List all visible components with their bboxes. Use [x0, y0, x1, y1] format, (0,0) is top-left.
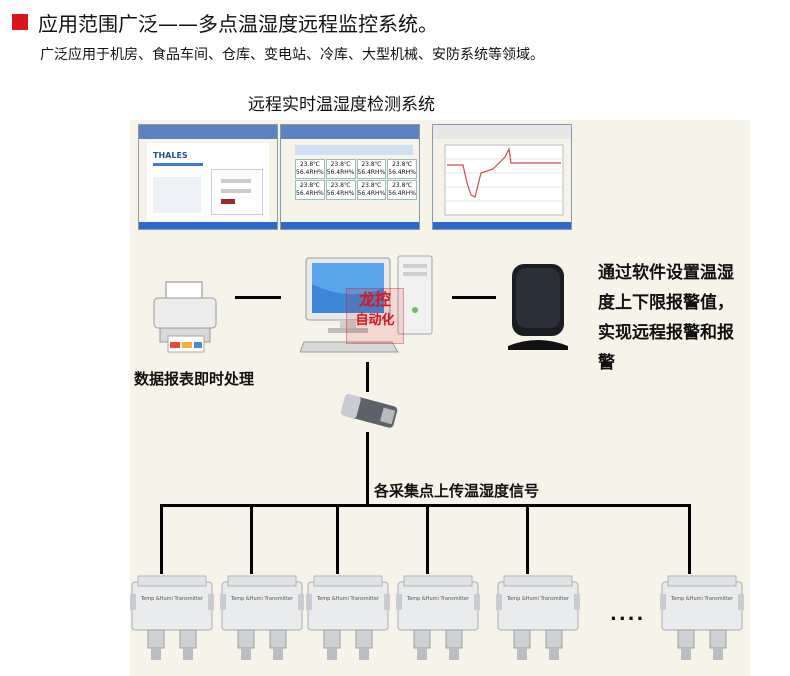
- reading-humidity: 56.4RH%: [357, 169, 386, 176]
- more-sensors-ellipsis: ....: [610, 604, 646, 625]
- watermark-line2: 自动化: [355, 313, 395, 328]
- reading-humidity: 56.4RH%: [357, 190, 386, 197]
- bus-drop-line: [160, 504, 163, 574]
- sensor-transmitter: Temp &Humi Transmitter: [496, 574, 580, 670]
- sensor-label: Temp &Humi Transmitter: [140, 596, 204, 602]
- system-title: 远程实时温湿度检测系统: [248, 95, 435, 115]
- sensor-label: Temp &Humi Transmitter: [506, 596, 570, 602]
- reading-temperature: 23.8℃: [392, 161, 413, 168]
- reading-temperature: 23.8℃: [299, 182, 320, 189]
- bus-drop-line: [688, 504, 691, 574]
- watermark-line1: 龙控: [358, 290, 391, 309]
- login-brand: THALES: [153, 151, 188, 160]
- bus-line: [160, 504, 690, 507]
- page-title: 应用范围广泛——多点温湿度远程监控系统。: [38, 12, 438, 36]
- sensor-transmitter: Temp &Humi Transmitter: [306, 574, 390, 670]
- sensor-label: Temp &Humi Transmitter: [406, 596, 470, 602]
- sensor-transmitter: Temp &Humi Transmitter: [220, 574, 304, 670]
- alarm-note: 通过软件设置温湿度上下限报警值，实现远程报警和报警: [598, 263, 734, 373]
- bus-label: 各采集点上传温湿度信号: [374, 482, 540, 500]
- bus-drop-line: [250, 504, 253, 574]
- reading-temperature: 23.8℃: [330, 182, 351, 189]
- trend-screenshot: [432, 124, 572, 230]
- reading-humidity: 56.4RH%: [388, 169, 416, 176]
- sensor-transmitter: Temp &Humi Transmitter: [660, 574, 744, 670]
- reading-humidity: 56.4RH%: [296, 169, 324, 176]
- reading-temperature: 23.8℃: [330, 161, 351, 168]
- bus-drop-line: [336, 504, 339, 574]
- reading-temperature: 23.8℃: [392, 182, 413, 189]
- reading-humidity: 56.4RH%: [326, 169, 355, 176]
- page-subtitle: 广泛应用于机房、食品车间、仓库、变电站、冷库、大型机械、安防系统等领域。: [40, 47, 544, 63]
- bus-drop-line: [526, 504, 529, 574]
- printer: [153, 281, 217, 353]
- reading-humidity: 56.4RH%: [326, 190, 355, 197]
- sensor-label: Temp &Humi Transmitter: [230, 596, 294, 602]
- trend-chart: [444, 144, 564, 216]
- computer: [300, 255, 433, 353]
- brand-watermark: 龙控 自动化: [346, 288, 404, 344]
- login-screenshot: THALES: [138, 124, 278, 230]
- sensor-transmitter: Temp &Humi Transmitter: [396, 574, 480, 670]
- link-printer: [235, 296, 281, 299]
- reading-humidity: 56.4RH%: [296, 190, 324, 197]
- reading-humidity: 56.4RH%: [388, 190, 416, 197]
- title-marker: [12, 14, 28, 30]
- link-converter-bus: [366, 432, 369, 506]
- rs485-converter: [341, 394, 398, 428]
- sensor-transmitter: Temp &Humi Transmitter: [130, 574, 214, 670]
- alarm-speaker: [508, 264, 568, 350]
- link-alarm: [452, 296, 496, 299]
- reading-temperature: 23.8℃: [361, 161, 382, 168]
- bus-drop-line: [426, 504, 429, 574]
- reading-temperature: 23.8℃: [299, 161, 320, 168]
- sensor-label: Temp &Humi Transmitter: [316, 596, 380, 602]
- reading-temperature: 23.8℃: [361, 182, 382, 189]
- link-converter-top: [366, 362, 369, 392]
- printer-label: 数据报表即时处理: [134, 370, 255, 388]
- sensor-label: Temp &Humi Transmitter: [670, 596, 734, 602]
